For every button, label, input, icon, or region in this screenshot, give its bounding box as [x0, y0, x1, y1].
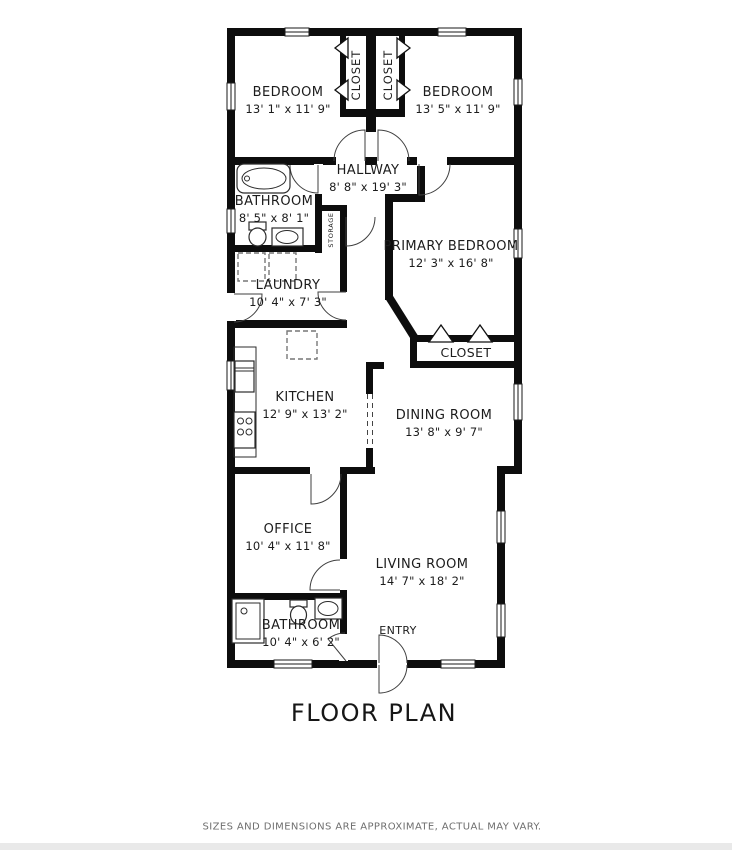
- window-top-right: [437, 27, 467, 37]
- window-left-bathroom: [226, 208, 236, 234]
- window-right-living-1: [496, 510, 506, 544]
- laundry-left-door: [233, 293, 263, 323]
- closet-bifold-markers: [333, 36, 494, 343]
- closet-left-bifold-icon: [333, 78, 349, 102]
- office-right-door: [309, 559, 341, 591]
- room-label-primary-closet: CLOSET: [440, 345, 492, 361]
- room-label-laundry: LAUNDRY 10' 4" x 7' 3": [249, 278, 327, 310]
- window-right-living-2: [496, 603, 506, 638]
- toilet-bottom-icon: [289, 599, 308, 625]
- closet-right-bifold-icon: [396, 36, 412, 60]
- sink-vanity-top-icon: [271, 227, 304, 247]
- washer-icon: [237, 252, 266, 282]
- disclaimer-text: SIZES AND DIMENSIONS ARE APPROXIMATE, AC…: [202, 821, 542, 833]
- sink-vanity-bottom-icon: [314, 597, 343, 620]
- laundry-right-door: [317, 291, 347, 321]
- room-label-bathroom-bottom: BATHROOM 10' 4" x 6' 2": [261, 618, 341, 650]
- fixtures: [231, 163, 373, 644]
- window-top-left: [284, 27, 310, 37]
- closet-left-bifold-icon: [333, 36, 349, 60]
- windows: [226, 27, 523, 669]
- kitchen-counter-icon: [233, 346, 257, 458]
- bedroom-left-door: [333, 129, 366, 162]
- bathtub-icon: [236, 163, 291, 194]
- office-top-door: [310, 473, 342, 505]
- window-bottom-living: [440, 659, 476, 669]
- closet-right-bifold-icon: [396, 78, 412, 102]
- room-label-office: OFFICE 10' 4" x 11' 8": [245, 522, 331, 554]
- toilet-top-icon: [248, 221, 267, 247]
- window-right-bedroom: [513, 78, 523, 106]
- window-right-dining: [513, 383, 523, 421]
- room-label-primary-bedroom: PRIMARY BEDROOM 12' 3" x 16' 8": [383, 239, 519, 271]
- window-left-bedroom: [226, 82, 236, 111]
- window-bottom-bathroom: [273, 659, 313, 669]
- shower-icon: [231, 598, 265, 644]
- stove-icon: [233, 411, 256, 449]
- bottom-bar: [0, 843, 732, 850]
- room-label-bedroom-right: BEDROOM 13' 5" x 11' 9": [415, 85, 501, 117]
- room-label-storage: STORAGE: [326, 212, 335, 248]
- room-label-closet-left: CLOSET: [348, 49, 363, 101]
- kitchen-dining-pass-through: [367, 394, 373, 448]
- window-right-primary: [513, 228, 523, 259]
- room-label-bathroom-top: BATHROOM 8' 5" x 8' 1": [234, 194, 314, 226]
- entry-door-upper: [378, 634, 408, 664]
- entry-door-lower: [378, 664, 408, 694]
- kitchen-island-icon: [286, 330, 318, 360]
- room-label-living-room: LIVING ROOM 14' 7" x 18' 2": [375, 557, 469, 589]
- room-label-bedroom-left: BEDROOM 13' 1" x 11' 9": [245, 85, 331, 117]
- room-label-dining-room: DINING ROOM 13' 8" x 9' 7": [395, 408, 493, 440]
- storage-door: [345, 216, 376, 247]
- bathroom-top-door: [289, 164, 319, 194]
- room-label-hallway: HALLWAY 8' 8" x 19' 3": [329, 163, 407, 195]
- bathroom-bottom-door: [327, 632, 347, 662]
- bedroom-right-door: [377, 129, 410, 162]
- room-label-closet-right: CLOSET: [380, 49, 395, 101]
- fridge-icon: [234, 360, 255, 393]
- room-label-kitchen: KITCHEN 12' 9" x 13' 2": [262, 390, 348, 422]
- primary-closet-bifold-icon: [427, 323, 455, 343]
- primary-bedroom-door: [418, 163, 451, 196]
- dryer-icon: [268, 252, 297, 282]
- primary-closet-bifold-icon: [466, 323, 494, 343]
- page-title: FLOOR PLAN: [290, 699, 458, 727]
- room-label-entry: ENTRY: [379, 624, 417, 638]
